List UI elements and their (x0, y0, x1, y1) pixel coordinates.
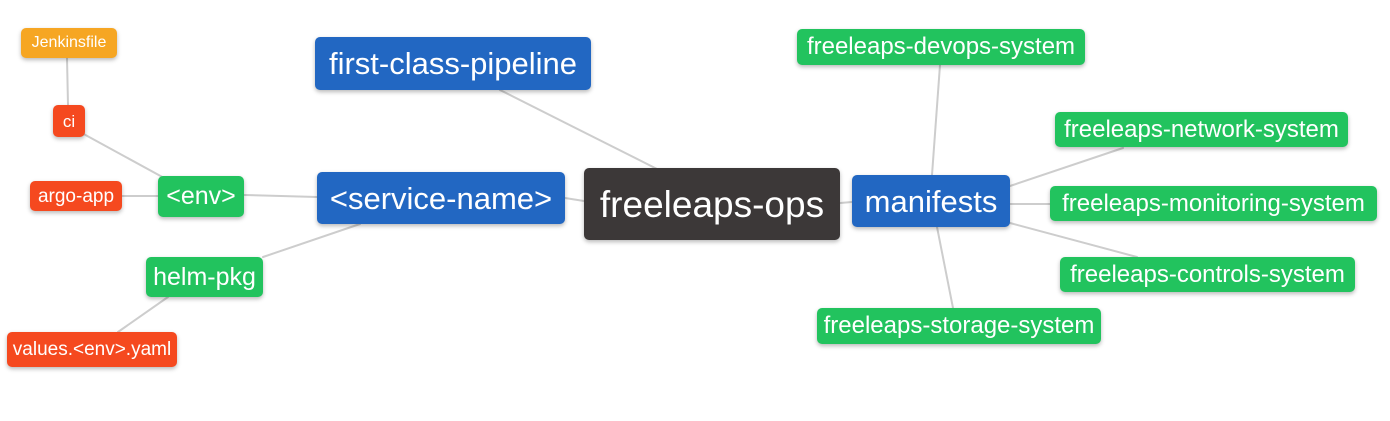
node-helm-pkg[interactable]: helm-pkg (146, 257, 263, 297)
node-env[interactable]: <env> (158, 176, 244, 217)
node-service-name[interactable]: <service-name> (317, 172, 565, 224)
edge-service-name-to-freeleaps-ops (564, 197, 585, 202)
edge-freeleaps-ops-to-manifests (839, 201, 853, 204)
edge-helm-pkg-to-values-env-yaml (117, 296, 169, 333)
node-argo-app[interactable]: argo-app (30, 181, 122, 211)
edge-manifests-to-devops-system (931, 64, 941, 176)
edge-manifests-to-controls-system (1009, 222, 1138, 258)
node-manifests[interactable]: manifests (852, 175, 1010, 227)
node-freeleaps-ops[interactable]: freeleaps-ops (584, 168, 840, 240)
edge-manifests-to-network-system (1009, 147, 1124, 187)
edge-manifests-to-storage-system (936, 226, 954, 309)
edge-env-to-service-name (243, 194, 318, 198)
node-first-class-pipeline[interactable]: first-class-pipeline (315, 37, 591, 90)
edge-jenkinsfile-to-ci (66, 57, 69, 106)
node-monitoring-system[interactable]: freeleaps-monitoring-system (1050, 186, 1377, 221)
edge-service-name-to-helm-pkg (262, 223, 361, 258)
node-network-system[interactable]: freeleaps-network-system (1055, 112, 1348, 147)
edge-first-class-pipeline-to-freeleaps-ops (499, 89, 660, 171)
node-storage-system[interactable]: freeleaps-storage-system (817, 308, 1101, 344)
node-controls-system[interactable]: freeleaps-controls-system (1060, 257, 1355, 292)
node-devops-system[interactable]: freeleaps-devops-system (797, 29, 1085, 65)
node-ci[interactable]: ci (53, 105, 85, 137)
node-jenkinsfile[interactable]: Jenkinsfile (21, 28, 117, 58)
node-values-env-yaml[interactable]: values.<env>.yaml (7, 332, 177, 367)
edge-ci-to-env (79, 131, 167, 180)
